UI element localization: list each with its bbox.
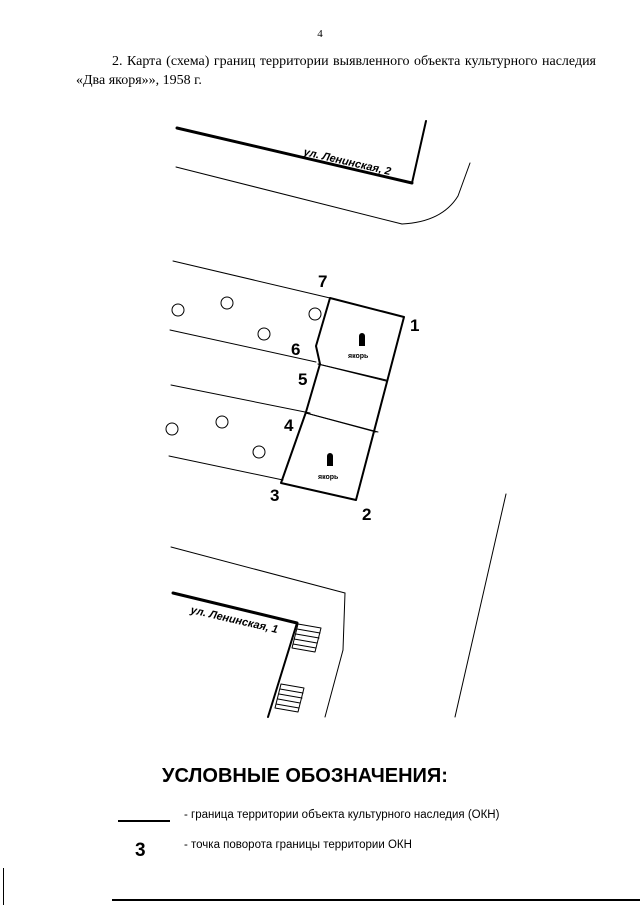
bottom-rule <box>112 899 640 901</box>
boundary-point-6: 6 <box>291 340 300 359</box>
boundary-point-7: 7 <box>318 272 327 291</box>
legend-title: УСЛОВНЫЕ ОБОЗНАЧЕНИЯ: <box>162 765 448 787</box>
boundary-point-4: 4 <box>284 416 294 435</box>
plot-divider-1 <box>317 363 387 382</box>
legend-line-symbol <box>118 820 170 822</box>
stairs-upper <box>291 623 322 653</box>
legend-text-turn-point: - точка поворота границы территории ОКН <box>184 839 412 851</box>
boundary-point-1: 1 <box>410 316 419 335</box>
anchor-icon <box>359 333 365 346</box>
stairs-lower <box>274 683 305 713</box>
legend-point-symbol: 3 <box>135 840 146 861</box>
plot-divider-2 <box>305 412 377 433</box>
building-bottom <box>170 546 346 718</box>
boundary-point-2: 2 <box>362 505 371 524</box>
street-lines <box>168 260 387 481</box>
right-road-line <box>454 493 507 718</box>
anchor-icon <box>327 453 333 466</box>
building-top <box>175 120 471 225</box>
legend-text-boundary: - граница территории объекта культурного… <box>184 809 500 821</box>
okn-boundary <box>280 297 405 501</box>
boundary-point-5: 5 <box>298 370 307 389</box>
street-label-top: ул. Ленинская, 2 <box>301 146 392 178</box>
anchor-label-2: якорь <box>318 474 339 481</box>
tree-circles <box>165 296 322 459</box>
boundary-point-3: 3 <box>270 486 279 505</box>
page-number: 4 <box>317 28 323 40</box>
margin-mark <box>3 868 4 905</box>
map-heading: 2. Карта (схема) границ территории выявл… <box>76 54 596 88</box>
anchor-label-1: якорь <box>348 353 369 360</box>
